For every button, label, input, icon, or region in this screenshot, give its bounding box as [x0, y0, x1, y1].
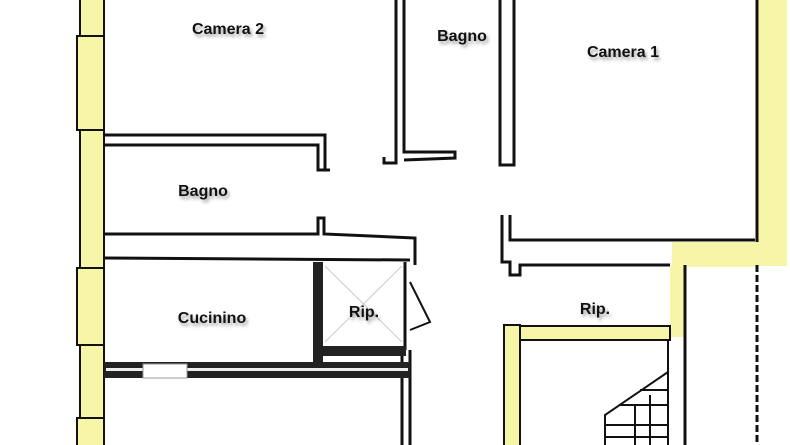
rip-cross — [324, 265, 403, 343]
room-label-camera-2: Camera 2 — [191, 21, 265, 38]
room-label-bagno-top: Bagno — [437, 28, 487, 45]
room-label-camera-1: Camera 1 — [586, 44, 660, 61]
room-label-rip-right: Rip. — [579, 301, 611, 318]
hatched-walls — [104, 262, 410, 379]
highlighted-walls — [76, 0, 787, 445]
staircase — [604, 340, 669, 445]
room-label-cucinino: Cucinino — [177, 310, 247, 327]
walls — [103, 0, 759, 445]
room-label-bagno-left: Bagno — [178, 183, 228, 200]
room-label-rip-small: Rip. — [348, 304, 380, 321]
